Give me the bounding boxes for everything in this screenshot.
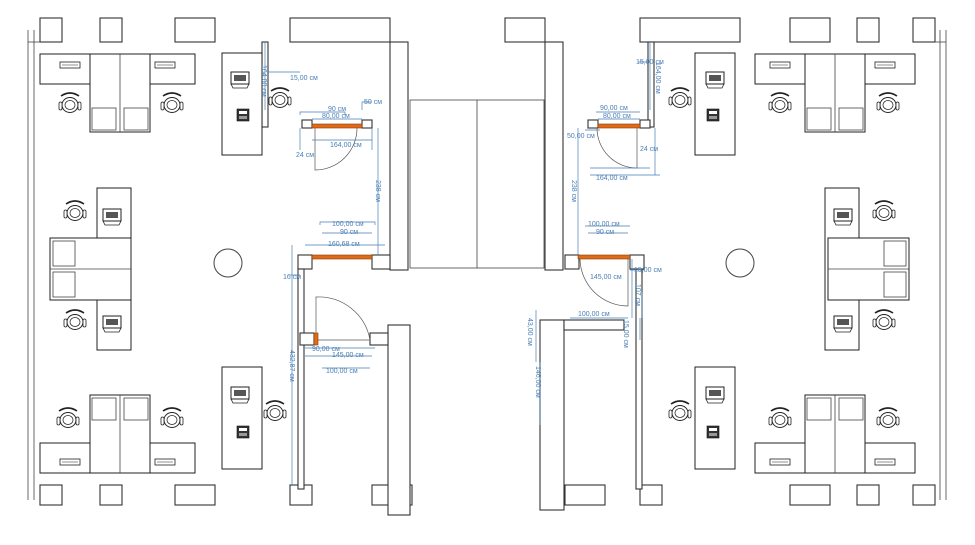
door-leaf [577, 254, 631, 260]
dim-label: 90,00 см [600, 105, 628, 112]
office-chair-icon [160, 92, 184, 114]
dim-label: 50,00 см [567, 133, 595, 140]
dim-label: 43,00 см [526, 318, 533, 346]
telephone-icon [236, 425, 250, 439]
office-chair-icon [63, 309, 87, 331]
workstation-cluster [39, 394, 196, 474]
dim-label: 15,00 см [634, 267, 662, 274]
office-chair-icon [668, 87, 692, 109]
dim-label: 90 см [340, 229, 358, 236]
dim-label: 15,00 см [636, 59, 664, 66]
office-chair-icon [56, 407, 80, 429]
workstation-cluster [754, 53, 916, 133]
dim-label: 15,00 см [622, 320, 629, 348]
single-workstation [221, 366, 287, 470]
telephone-icon [706, 108, 720, 122]
office-chair-icon [263, 400, 287, 422]
door-leaf [313, 332, 319, 346]
dim-label: 15,00 см [290, 75, 318, 82]
office-chair-icon [872, 200, 896, 222]
computer-workstation-icon [769, 61, 791, 69]
workstation-cluster [49, 187, 132, 351]
dim-label: 160,68 см [328, 241, 360, 248]
dim-label: 80,00 см [603, 113, 631, 120]
column-circle-icon [725, 248, 755, 278]
dim-label: 100,00 см [326, 368, 358, 375]
column-circle-icon [213, 248, 243, 278]
workstation-cluster [824, 187, 910, 351]
dim-label: 164,00 см [260, 65, 267, 97]
dim-label: 164,00 см [596, 175, 628, 182]
office-chair-icon [876, 92, 900, 114]
dim-label: 100,00 см [578, 311, 610, 318]
computer-workstation-icon [154, 458, 176, 466]
single-workstation [668, 366, 736, 470]
dim-label: 90 см [596, 229, 614, 236]
office-chair-icon [768, 92, 792, 114]
dim-label: 432,87 см [288, 350, 295, 382]
office-chair-icon [768, 407, 792, 429]
dim-label: 238 см [570, 180, 577, 202]
office-chair-icon [63, 200, 87, 222]
walls-group [27, 17, 947, 516]
computer-workstation-icon [59, 61, 81, 69]
staircase [409, 99, 545, 269]
office-chair-icon [668, 400, 692, 422]
dim-label: 107 см [634, 284, 641, 306]
dim-label: 164,00 см [654, 62, 661, 94]
office-chair-icon [160, 407, 184, 429]
dim-label: 80,00 см [322, 113, 350, 120]
dim-label: 90 см [328, 106, 346, 113]
telephone-icon [236, 108, 250, 122]
office-chair-icon [58, 92, 82, 114]
workstation-cluster [39, 53, 196, 133]
computer-workstation-icon [874, 458, 896, 466]
dim-label: 50 см [364, 99, 382, 106]
dim-label: 100,00 см [588, 221, 620, 228]
door-leaf [311, 123, 363, 129]
dim-label: 16 см [283, 274, 301, 281]
dimension-labels: 15,00 см 164,00 см 90 см 80,00 см 50 см … [260, 59, 664, 398]
door-leaf [597, 123, 641, 129]
office-chair-icon [268, 87, 292, 109]
dim-label: 145,00 см [590, 274, 622, 281]
dim-label: 164,00 см [330, 142, 362, 149]
computer-workstation-icon [59, 458, 81, 466]
door-leaf [311, 254, 373, 260]
single-workstation [668, 52, 736, 156]
computer-workstation-icon [769, 458, 791, 466]
dim-label: 146,00 см [534, 366, 541, 398]
telephone-icon [706, 425, 720, 439]
computer-workstation-icon [154, 61, 176, 69]
dim-label: 24 см [640, 146, 658, 153]
dim-label: 238 см [374, 180, 381, 202]
office-chair-icon [876, 407, 900, 429]
doors-group [311, 123, 641, 346]
single-workstation [221, 52, 292, 156]
computer-workstation-icon [874, 61, 896, 69]
dim-label: 24 см [296, 152, 314, 159]
dimension-lines [264, 42, 660, 485]
dim-label: 90,00 см [312, 346, 340, 353]
dim-label: 100,00 см [332, 221, 364, 228]
office-chair-icon [872, 309, 896, 331]
workstation-cluster [754, 394, 916, 474]
dim-label: 145,00 см [332, 352, 364, 359]
